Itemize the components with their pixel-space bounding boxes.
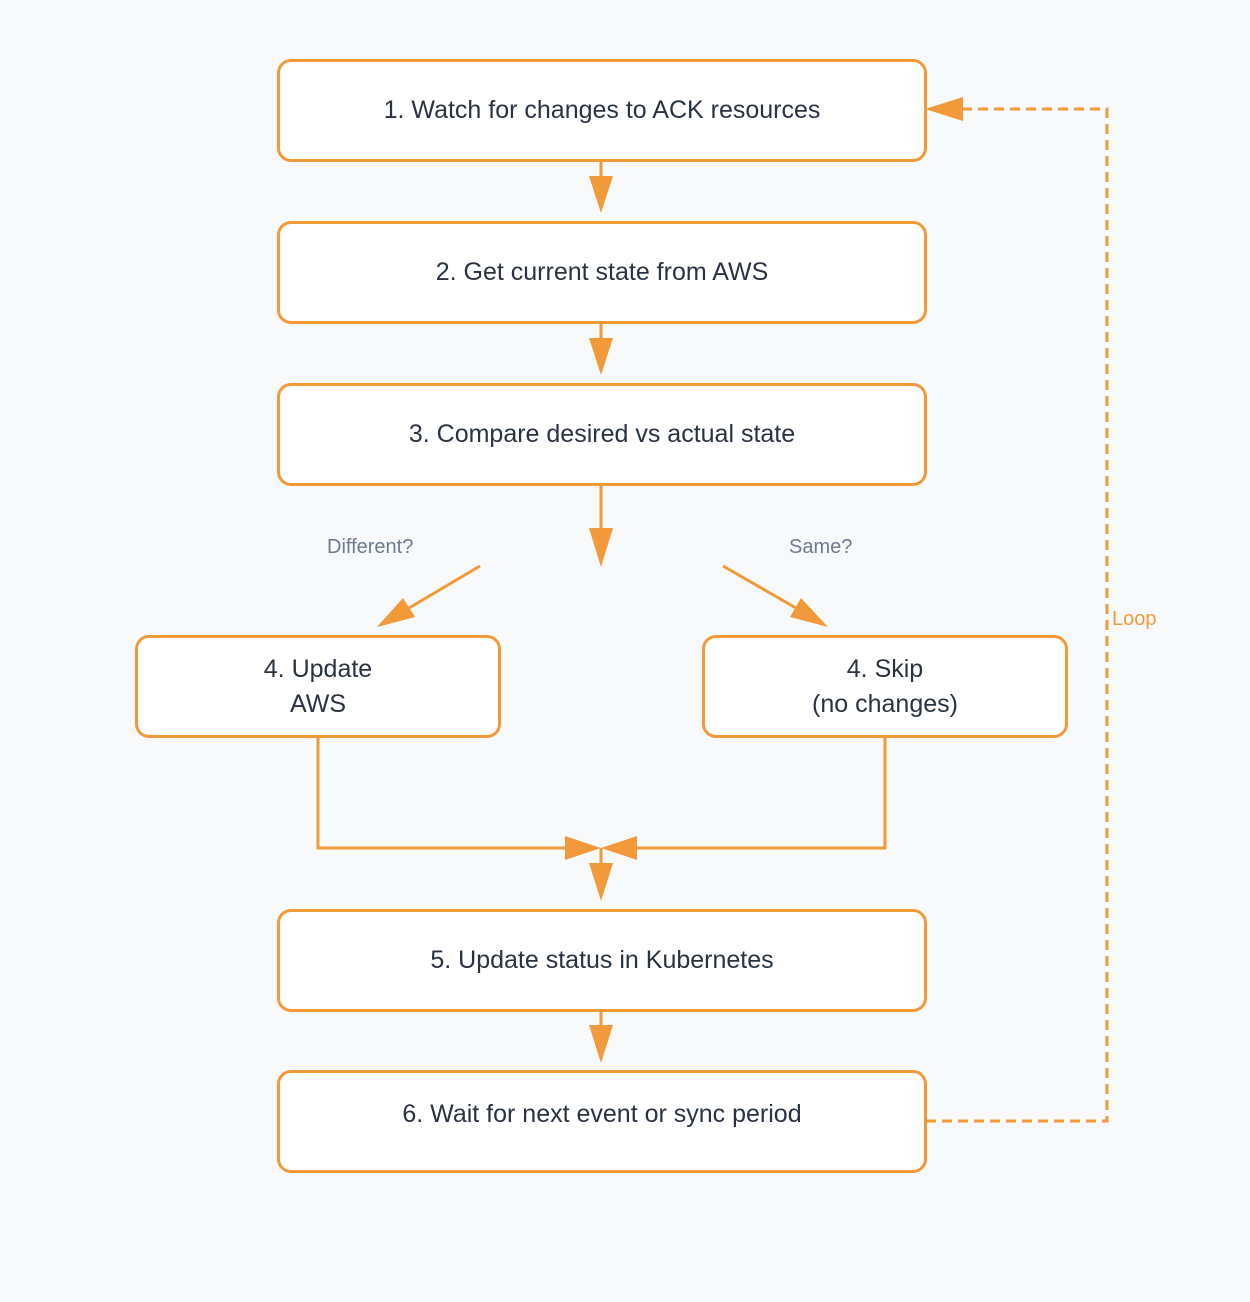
step-2-text: 2. Get current state from AWS	[435, 258, 769, 286]
step-3-text: 3. Compare desired vs actual state	[408, 420, 796, 448]
arrowhead-to-branch	[589, 528, 613, 567]
step-6-text: 6. Wait for next event or sync period	[402, 1100, 802, 1128]
loop-connector	[926, 107, 1109, 1123]
arrowhead-to-3	[589, 338, 613, 375]
step-2-box: 2. Get current state from AWS	[277, 221, 927, 324]
connector-different	[408, 564, 481, 610]
step-1-box: 1. Watch for changes to ACK resources	[277, 59, 927, 162]
step-3-box: 3. Compare desired vs actual state	[277, 383, 927, 486]
step-4-skip-line-2: (no changes)	[812, 689, 958, 718]
step-5-box: 5. Update status in Kubernetes	[277, 909, 927, 1012]
loop-label: Loop	[1112, 608, 1157, 630]
connector-update-aws-to-merge	[316, 738, 568, 850]
connector-skip-to-merge	[636, 738, 887, 850]
step-5-text: 5. Update status in Kubernetes	[430, 946, 774, 974]
step-4-update-aws-line-1: 4. Update	[263, 654, 373, 683]
different-label: Different?	[327, 536, 414, 558]
step-4-skip-box: 4. Skip (no changes)	[702, 635, 1068, 738]
step-4-update-aws-line-2: AWS	[289, 689, 347, 718]
arrowhead-merge-left	[565, 836, 601, 860]
step-4-skip-line-1: 4. Skip	[846, 654, 924, 683]
step-1-text: 1. Watch for changes to ACK resources	[383, 96, 821, 124]
arrowhead-to-update-aws	[377, 598, 415, 627]
step-6-box: 6. Wait for next event or sync period	[277, 1070, 927, 1173]
arrowhead-to-2	[589, 176, 613, 213]
arrowhead-to-6	[589, 1025, 613, 1063]
arrowhead-to-5	[589, 863, 613, 901]
arrowhead-merge-right	[601, 836, 637, 860]
connector-same	[722, 564, 797, 610]
arrowhead-to-skip	[790, 598, 828, 627]
same-label: Same?	[789, 536, 853, 558]
arrowhead-loop	[925, 97, 963, 121]
step-4-update-aws-box: 4. Update AWS	[135, 635, 501, 738]
